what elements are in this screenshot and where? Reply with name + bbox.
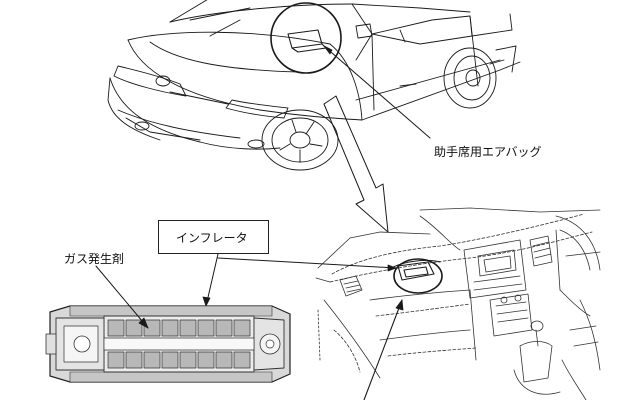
leader-line-bottom xyxy=(363,299,403,401)
highlight-circle-car xyxy=(270,2,342,74)
highlight-circle-dash xyxy=(393,258,443,294)
leader-line-inflator-dash xyxy=(217,257,397,269)
large-arrow xyxy=(323,95,389,233)
leader-line-gas xyxy=(95,265,149,329)
gas-generant-pellets xyxy=(107,319,251,369)
inflator-label: インフレータ xyxy=(176,231,248,245)
passenger-airbag-label: 助手席用エアバッグ xyxy=(434,145,542,159)
car-illustration xyxy=(107,0,521,171)
gas-generant-label: ガス発生剤 xyxy=(64,252,125,266)
dashboard-illustration xyxy=(315,207,601,401)
inflator-label-box xyxy=(158,220,269,254)
inflator-cross-section xyxy=(45,305,291,383)
leader-line-airbag xyxy=(323,45,431,139)
